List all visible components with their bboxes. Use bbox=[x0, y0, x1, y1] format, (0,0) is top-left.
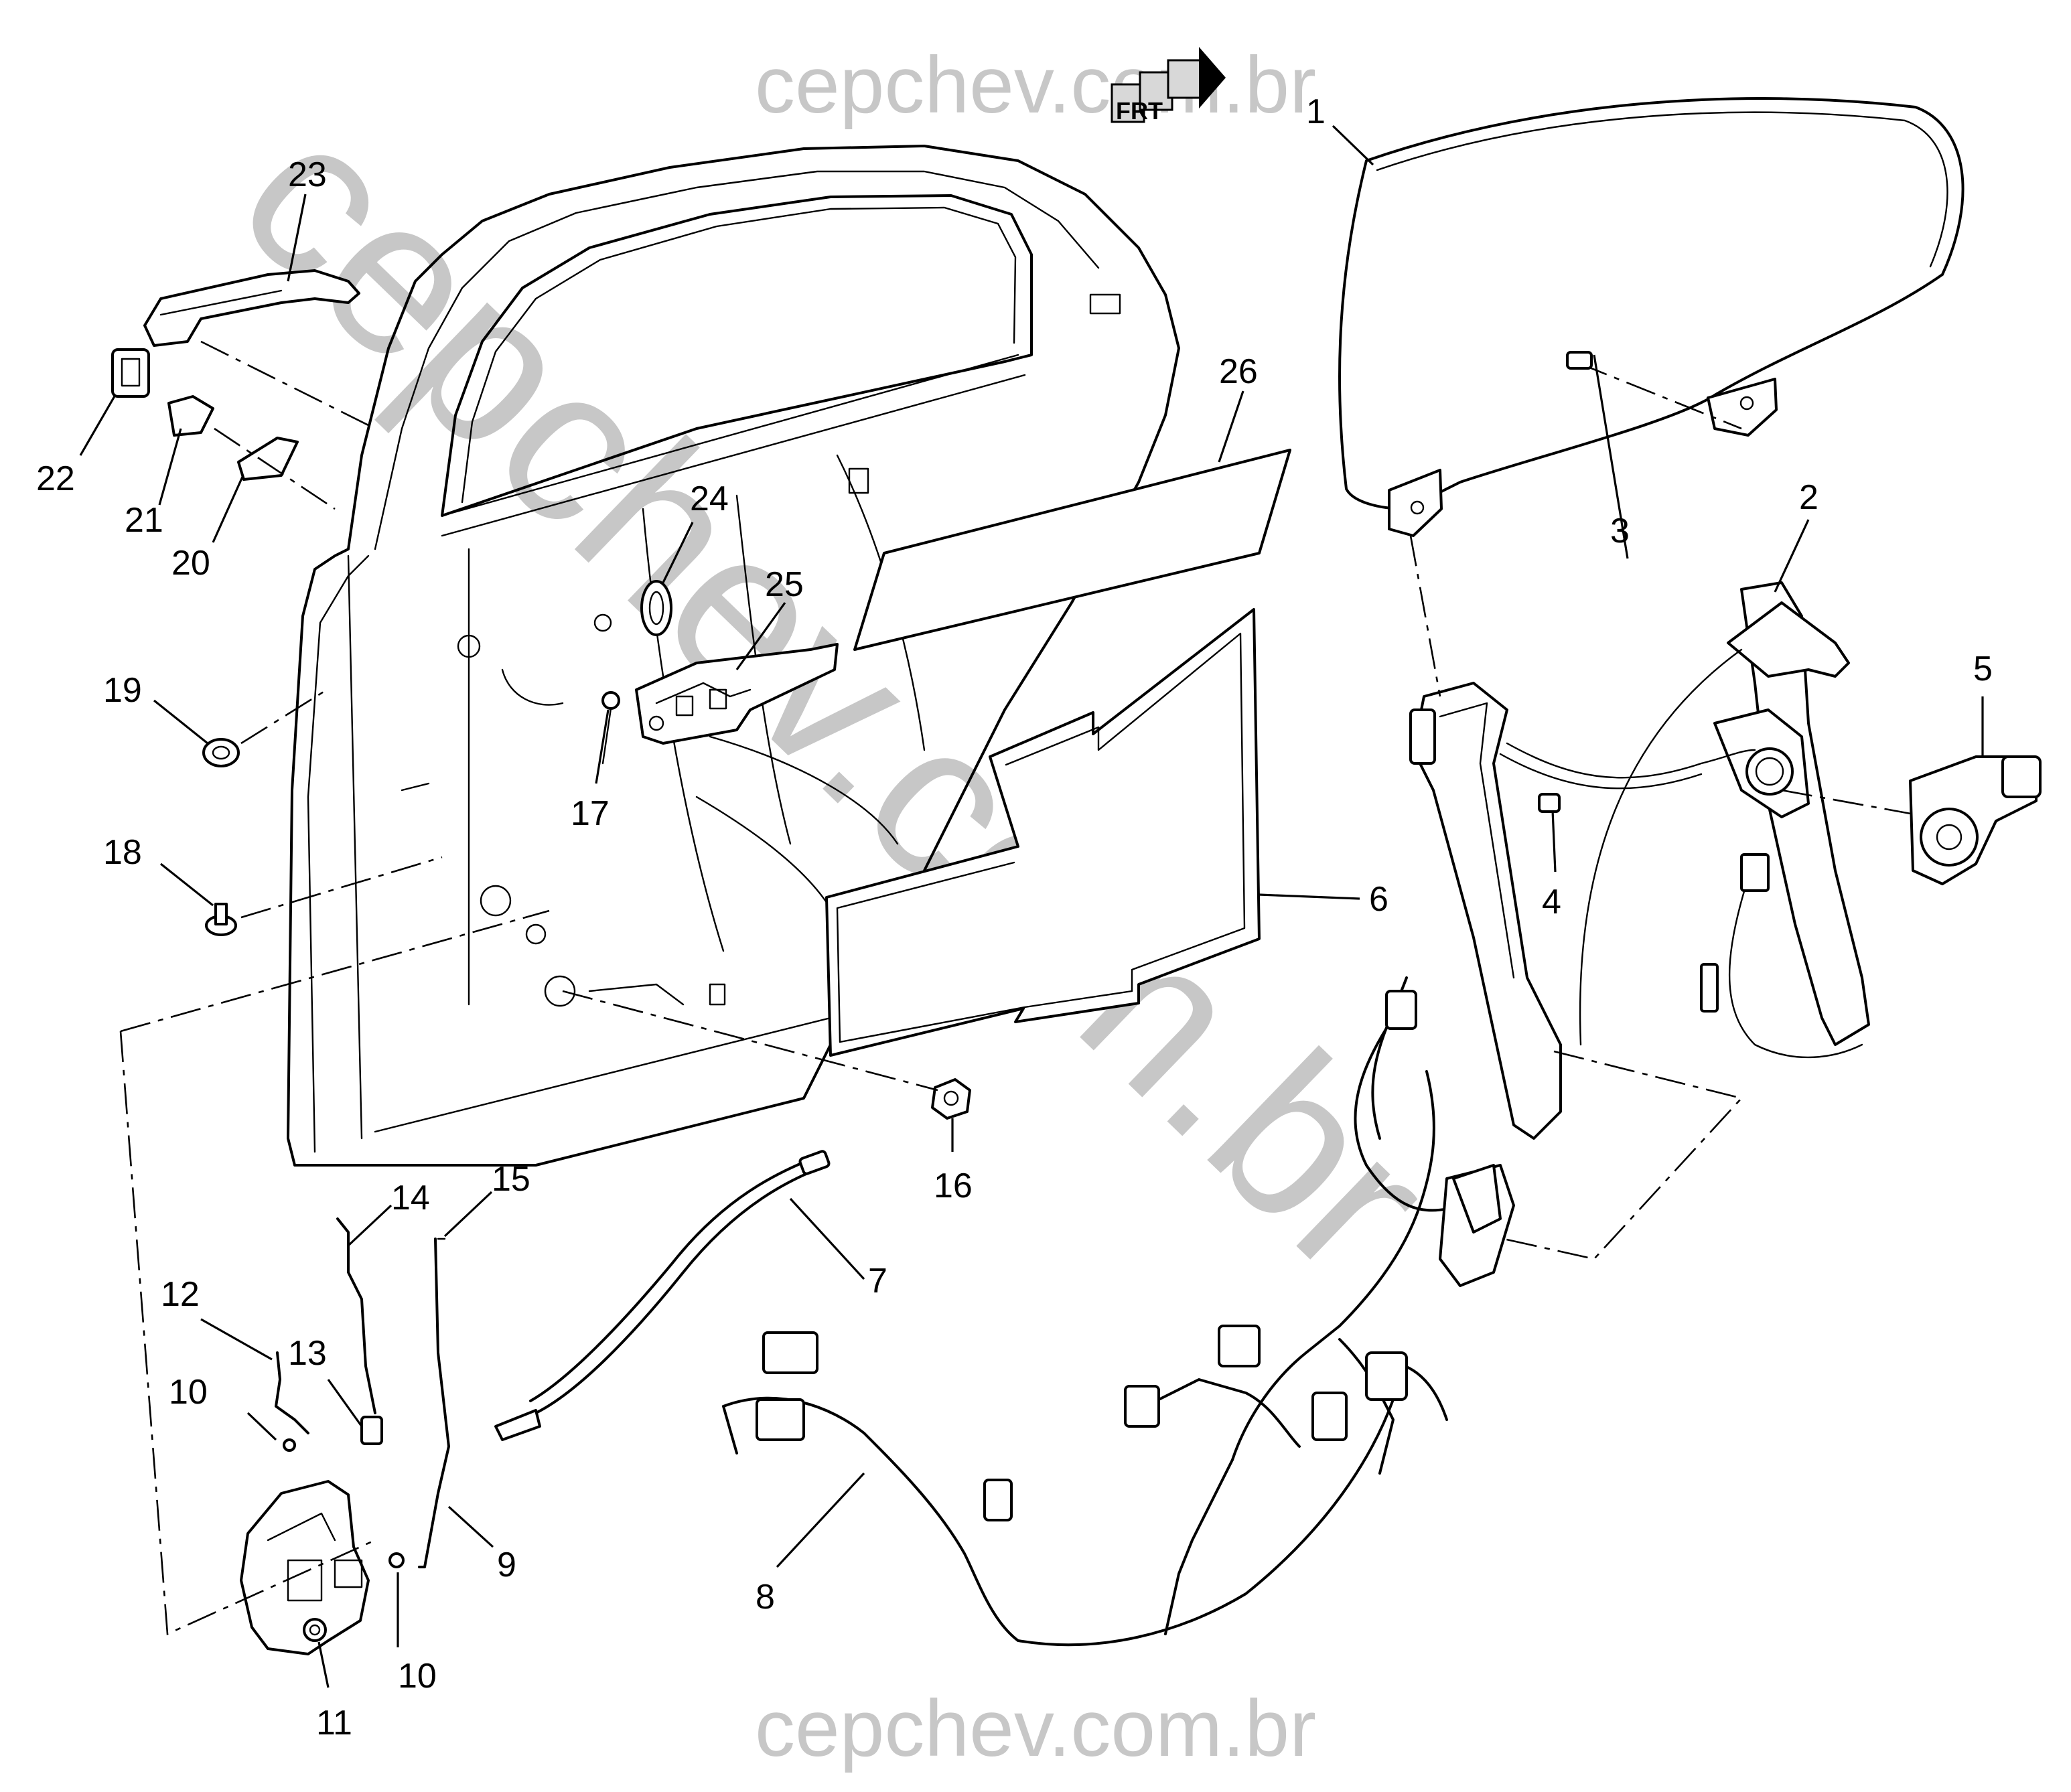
front-direction-arrow-icon: FRT bbox=[1111, 47, 1226, 125]
callout-label: 18 bbox=[103, 833, 142, 872]
wiring-harness bbox=[722, 976, 1515, 1647]
assembly-guide-line bbox=[240, 856, 443, 919]
callout-label: 16 bbox=[934, 1167, 973, 1205]
callout-label: 8 bbox=[756, 1578, 775, 1617]
callout-label: 25 bbox=[765, 565, 804, 604]
window-glass bbox=[1338, 97, 1965, 537]
watermark-top: cepchev.com.br bbox=[755, 40, 1316, 130]
callout-label: 17 bbox=[571, 794, 610, 833]
assembly-guide-line bbox=[1409, 535, 1441, 697]
callout-label: 6 bbox=[1369, 880, 1388, 919]
deflector-strip bbox=[853, 449, 1291, 651]
callout-label: 26 bbox=[1219, 352, 1258, 391]
callout-label: 22 bbox=[36, 459, 75, 498]
assembly-guide-line bbox=[1577, 362, 1742, 430]
callout-label: 5 bbox=[1973, 650, 1993, 688]
nut bbox=[931, 1078, 971, 1120]
outside-handle-assembly bbox=[111, 269, 360, 481]
callout-label: 1 bbox=[1306, 92, 1326, 131]
door-latch bbox=[240, 1480, 370, 1655]
watermark-diagonal: cepchev.com.br bbox=[194, 70, 1478, 1321]
window-regulator bbox=[1409, 581, 1870, 1140]
callout-label: 2 bbox=[1799, 478, 1818, 517]
assembly-guide-line bbox=[119, 1031, 376, 1635]
callout-labels: 1 2 3 4 5 6 7 8 9 10 10 11 12 13 14 15 1… bbox=[36, 92, 1993, 1742]
callout-label: 23 bbox=[288, 155, 327, 194]
callout-label: 10 bbox=[169, 1373, 208, 1412]
callout-label: 7 bbox=[868, 1262, 887, 1300]
grommet bbox=[202, 738, 240, 767]
callout-label: 3 bbox=[1610, 512, 1630, 550]
assembly-guide-line bbox=[1781, 789, 1930, 818]
assembly-guide-line bbox=[1473, 1050, 1743, 1260]
callout-label: 13 bbox=[288, 1334, 327, 1373]
callout-label: 15 bbox=[492, 1160, 530, 1199]
callout-label: 11 bbox=[316, 1704, 352, 1742]
callout-label: 14 bbox=[391, 1179, 430, 1217]
callout-label: 24 bbox=[690, 479, 729, 518]
callout-label: 12 bbox=[161, 1275, 200, 1314]
frt-label: FRT bbox=[1116, 97, 1163, 125]
lock-rods bbox=[275, 1217, 450, 1568]
assembly-guide-line bbox=[562, 990, 938, 1092]
assembly-guide-line bbox=[240, 688, 328, 745]
access-hole-plug bbox=[640, 580, 672, 636]
release-cable bbox=[494, 1150, 831, 1441]
assembly-guide-line bbox=[214, 427, 336, 510]
inside-handle-bracket bbox=[635, 643, 839, 745]
clip bbox=[601, 691, 620, 765]
leader-lines bbox=[79, 125, 1984, 1688]
assembly-guide-line bbox=[200, 340, 376, 430]
callout-label: 4 bbox=[1542, 883, 1561, 921]
door-frame bbox=[287, 145, 1180, 1167]
callout-label: 19 bbox=[103, 671, 142, 710]
regulator-lower-bolt bbox=[1538, 793, 1561, 813]
callout-label: 21 bbox=[125, 501, 163, 540]
callout-label: 20 bbox=[171, 544, 210, 583]
callout-label: 9 bbox=[497, 1546, 516, 1584]
bolt bbox=[205, 903, 237, 936]
window-motor bbox=[1909, 755, 2042, 885]
watermark-bottom: cepchev.com.br bbox=[755, 1684, 1316, 1773]
callout-label: 10 bbox=[398, 1657, 437, 1696]
assembly-guide-line bbox=[120, 909, 550, 1033]
regulator-bolt bbox=[1566, 351, 1593, 370]
water-deflector-sheet bbox=[825, 608, 1261, 1057]
